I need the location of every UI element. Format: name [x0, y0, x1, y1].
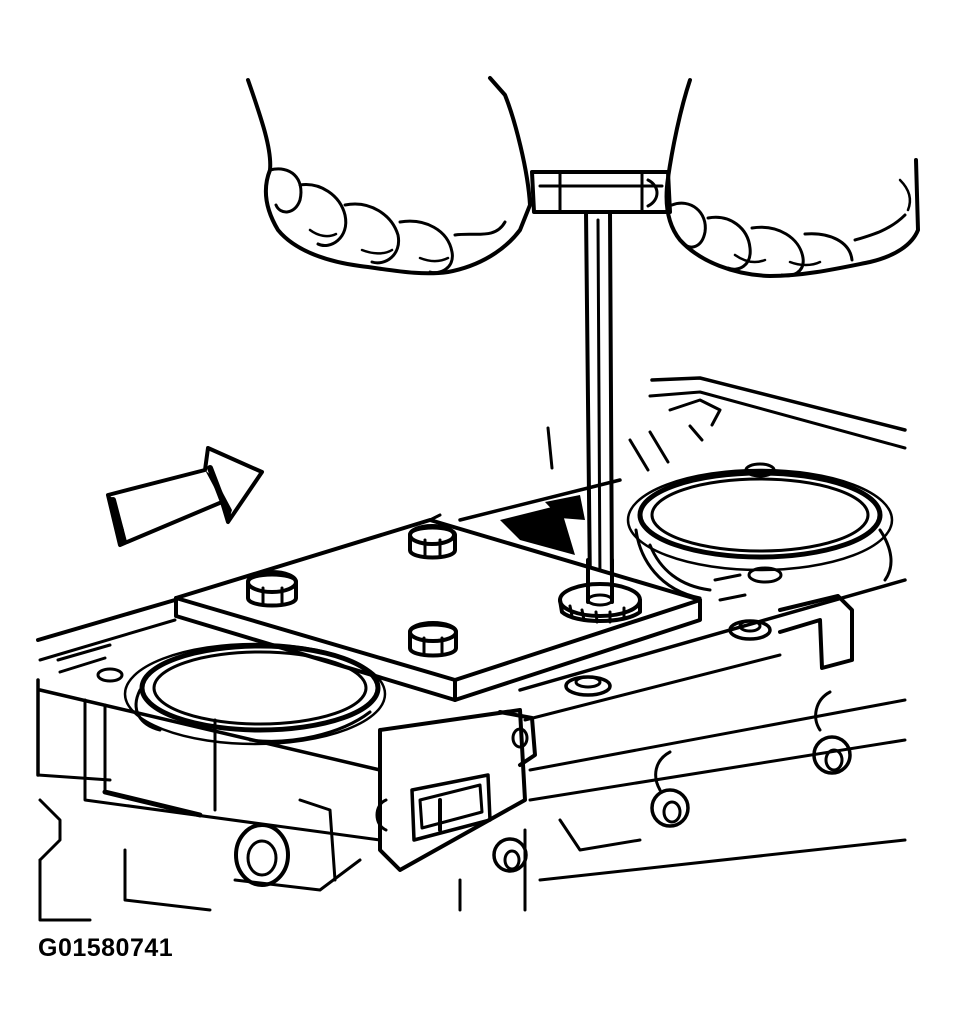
plate-bolt-3 — [408, 621, 458, 658]
plate-bolt-2 — [246, 570, 298, 608]
holding-fixture-plate — [174, 513, 702, 702]
arrow-right-icon — [106, 446, 264, 547]
socket-on-plate — [558, 558, 642, 624]
figure-id-label: G01580741 — [38, 934, 174, 962]
plate-bolt-1 — [408, 524, 457, 560]
engine-block — [36, 376, 907, 922]
left-hand — [246, 76, 532, 276]
right-hand — [664, 78, 920, 278]
